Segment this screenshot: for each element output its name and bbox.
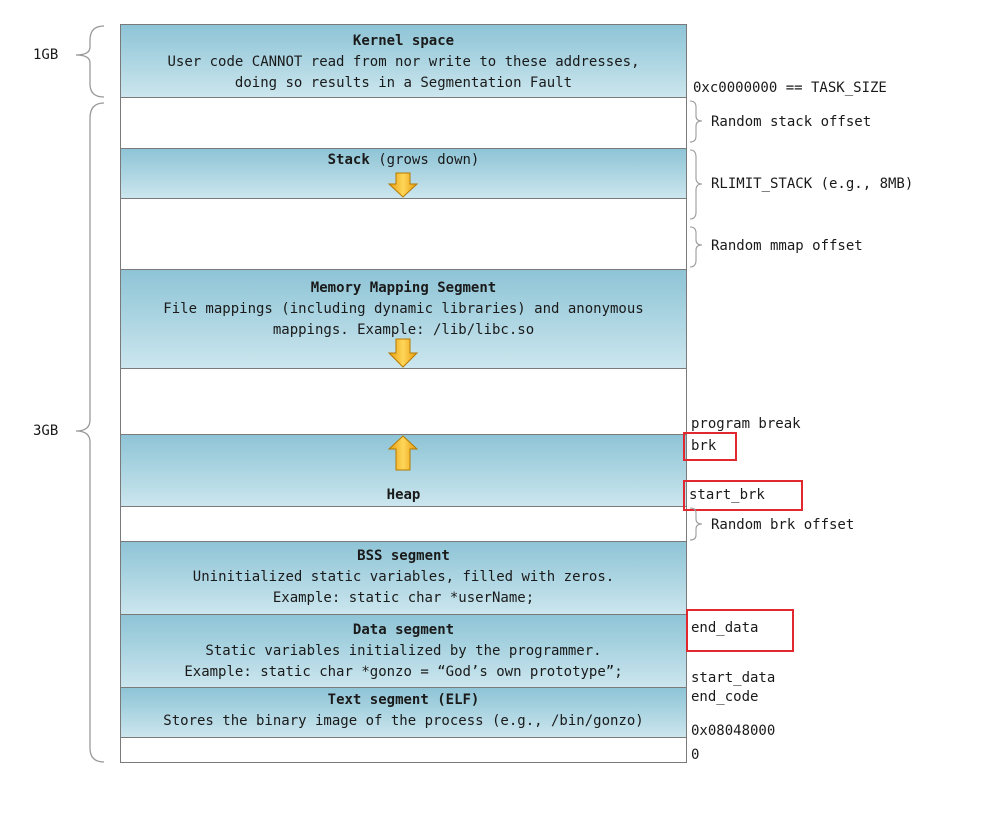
random-brk-gap <box>120 506 687 542</box>
brk-label: brk <box>691 438 717 454</box>
mmap-desc-1: File mappings (including dynamic librari… <box>163 301 644 317</box>
data-title: Data segment <box>352 622 455 638</box>
text-address-label: 0x08048000 <box>691 723 776 739</box>
bss-segment: BSS segment Uninitialized static variabl… <box>120 541 687 615</box>
random-mmap-offset-label: Random mmap offset <box>711 238 863 254</box>
rlimit-stack-brace-icon <box>689 149 703 220</box>
bss-desc-2: Example: static char *userName; <box>272 590 535 606</box>
zero-address-label: 0 <box>691 747 700 763</box>
end-data-highlight-box <box>686 609 794 652</box>
data-desc-2: Example: static char *gonzo = “God’s own… <box>184 664 623 680</box>
brk-highlight-box <box>683 432 737 461</box>
user-size-label: 3GB <box>33 423 59 439</box>
stack-note: (grows down) <box>369 152 480 168</box>
mmap-title: Memory Mapping Segment <box>310 280 497 296</box>
mmap-grows-down-arrow-icon <box>387 338 419 368</box>
rlimit-stack-label: RLIMIT_STACK (e.g., 8MB) <box>711 176 914 192</box>
user-size-brace-icon <box>75 102 105 763</box>
random-stack-brace-icon <box>689 100 703 143</box>
task-size-label: 0xc0000000 == TASK_SIZE <box>693 80 887 96</box>
text-title: Text segment (ELF) <box>327 692 480 708</box>
low-memory-gap <box>120 737 687 763</box>
start-brk-label: start_brk <box>689 487 765 503</box>
program-break-label: program break <box>691 416 801 432</box>
start-data-label: start_data <box>691 670 776 686</box>
mmap-desc-2: mappings. Example: /lib/libc.so <box>272 322 535 338</box>
data-segment: Data segment Static variables initialize… <box>120 614 687 688</box>
random-brk-offset-label: Random brk offset <box>711 517 855 533</box>
kernel-space-title: Kernel space <box>352 33 455 49</box>
kernel-space-segment: Kernel space User code CANNOT read from … <box>120 24 687 98</box>
stack-grows-down-arrow-icon <box>387 172 419 198</box>
kernel-space-desc-1: User code CANNOT read from nor write to … <box>167 54 640 70</box>
stack-title: Stack <box>327 152 370 168</box>
text-segment: Text segment (ELF) Stores the binary ima… <box>120 687 687 738</box>
end-data-label: end_data <box>691 620 759 636</box>
text-desc-1: Stores the binary image of the process (… <box>163 713 644 729</box>
kernel-size-label: 1GB <box>33 47 59 63</box>
data-desc-1: Static variables initialized by the prog… <box>205 643 602 659</box>
heap-free-gap <box>120 368 687 435</box>
heap-grows-up-arrow-icon <box>387 435 419 471</box>
random-brk-brace-icon <box>689 507 703 541</box>
end-code-label: end_code <box>691 689 759 705</box>
random-mmap-brace-icon <box>689 226 703 268</box>
kernel-space-desc-2: doing so results in a Segmentation Fault <box>234 75 573 91</box>
bss-title: BSS segment <box>357 548 450 564</box>
stack-free-gap <box>120 198 687 270</box>
heap-title: Heap <box>386 487 421 503</box>
random-stack-offset-label: Random stack offset <box>711 114 872 130</box>
kernel-size-brace-icon <box>75 25 105 98</box>
start-brk-highlight-box <box>683 480 803 511</box>
bss-desc-1: Uninitialized static variables, filled w… <box>192 569 615 585</box>
